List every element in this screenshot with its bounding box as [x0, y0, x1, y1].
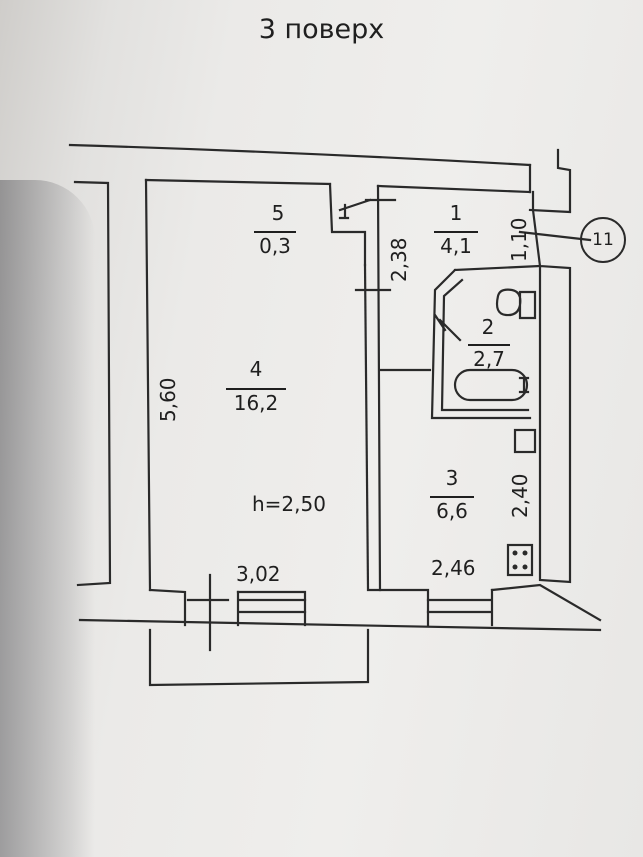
window-room3: [426, 588, 494, 627]
closet5-door: [338, 198, 372, 220]
leader-line: [518, 230, 592, 242]
room2-number: 2: [481, 315, 495, 339]
room3-length-dimension: 2,40: [508, 473, 532, 518]
room2-wall-inner: [440, 278, 530, 412]
ceiling-height: h=2,50: [252, 492, 326, 516]
room3-number: 3: [445, 466, 459, 490]
sink: [513, 428, 537, 454]
room5-area: 0,3: [254, 231, 296, 256]
room2-wall: [430, 264, 542, 420]
entry-jamb: [528, 148, 572, 214]
dimension-ticks: [186, 198, 462, 652]
bath-tap: [518, 376, 530, 394]
room4-length-dimension: 5,60: [156, 377, 180, 422]
stove: [506, 543, 534, 577]
room4-right-wall: [363, 263, 370, 590]
room4-area: 16,2: [226, 388, 286, 413]
partition-wall: [376, 184, 382, 592]
window-room4: [236, 590, 307, 627]
room4-width-dimension: 3,02: [236, 562, 281, 586]
room3-width-dimension: 2,46: [431, 556, 476, 580]
left-wall-outer: [73, 180, 112, 587]
outer-wall-top: [68, 143, 532, 167]
stair-number: 11: [592, 230, 614, 250]
stove-burners: [512, 550, 528, 570]
room4-left-wall: [144, 178, 152, 592]
phone-shadow: [0, 180, 95, 857]
entry-width-dimension: 1,10: [507, 217, 531, 262]
balcony: [148, 628, 370, 687]
toilet: [495, 288, 537, 320]
outer-wall-top-right: [376, 184, 532, 194]
right-wall-top: [531, 208, 542, 268]
room4-number: 4: [249, 357, 263, 381]
right-wall: [538, 264, 572, 584]
room2-area: 2,7: [468, 344, 510, 369]
stair-circle: [580, 217, 626, 263]
outer-wall-bottom-inner: [148, 583, 602, 627]
outer-wall-top-inner: [144, 178, 332, 186]
corridor-length-dimension: 2,38: [387, 237, 411, 282]
room3-area: 6,6: [430, 496, 474, 521]
room1-area: 4,1: [434, 231, 478, 256]
bathtub: [453, 368, 529, 402]
closet5-wall: [328, 182, 367, 267]
outer-wall-bottom-outer: [78, 618, 602, 632]
room5-number: 5: [271, 201, 285, 225]
room1-number: 1: [449, 201, 463, 225]
floor-title: 3 поверх: [258, 14, 385, 45]
